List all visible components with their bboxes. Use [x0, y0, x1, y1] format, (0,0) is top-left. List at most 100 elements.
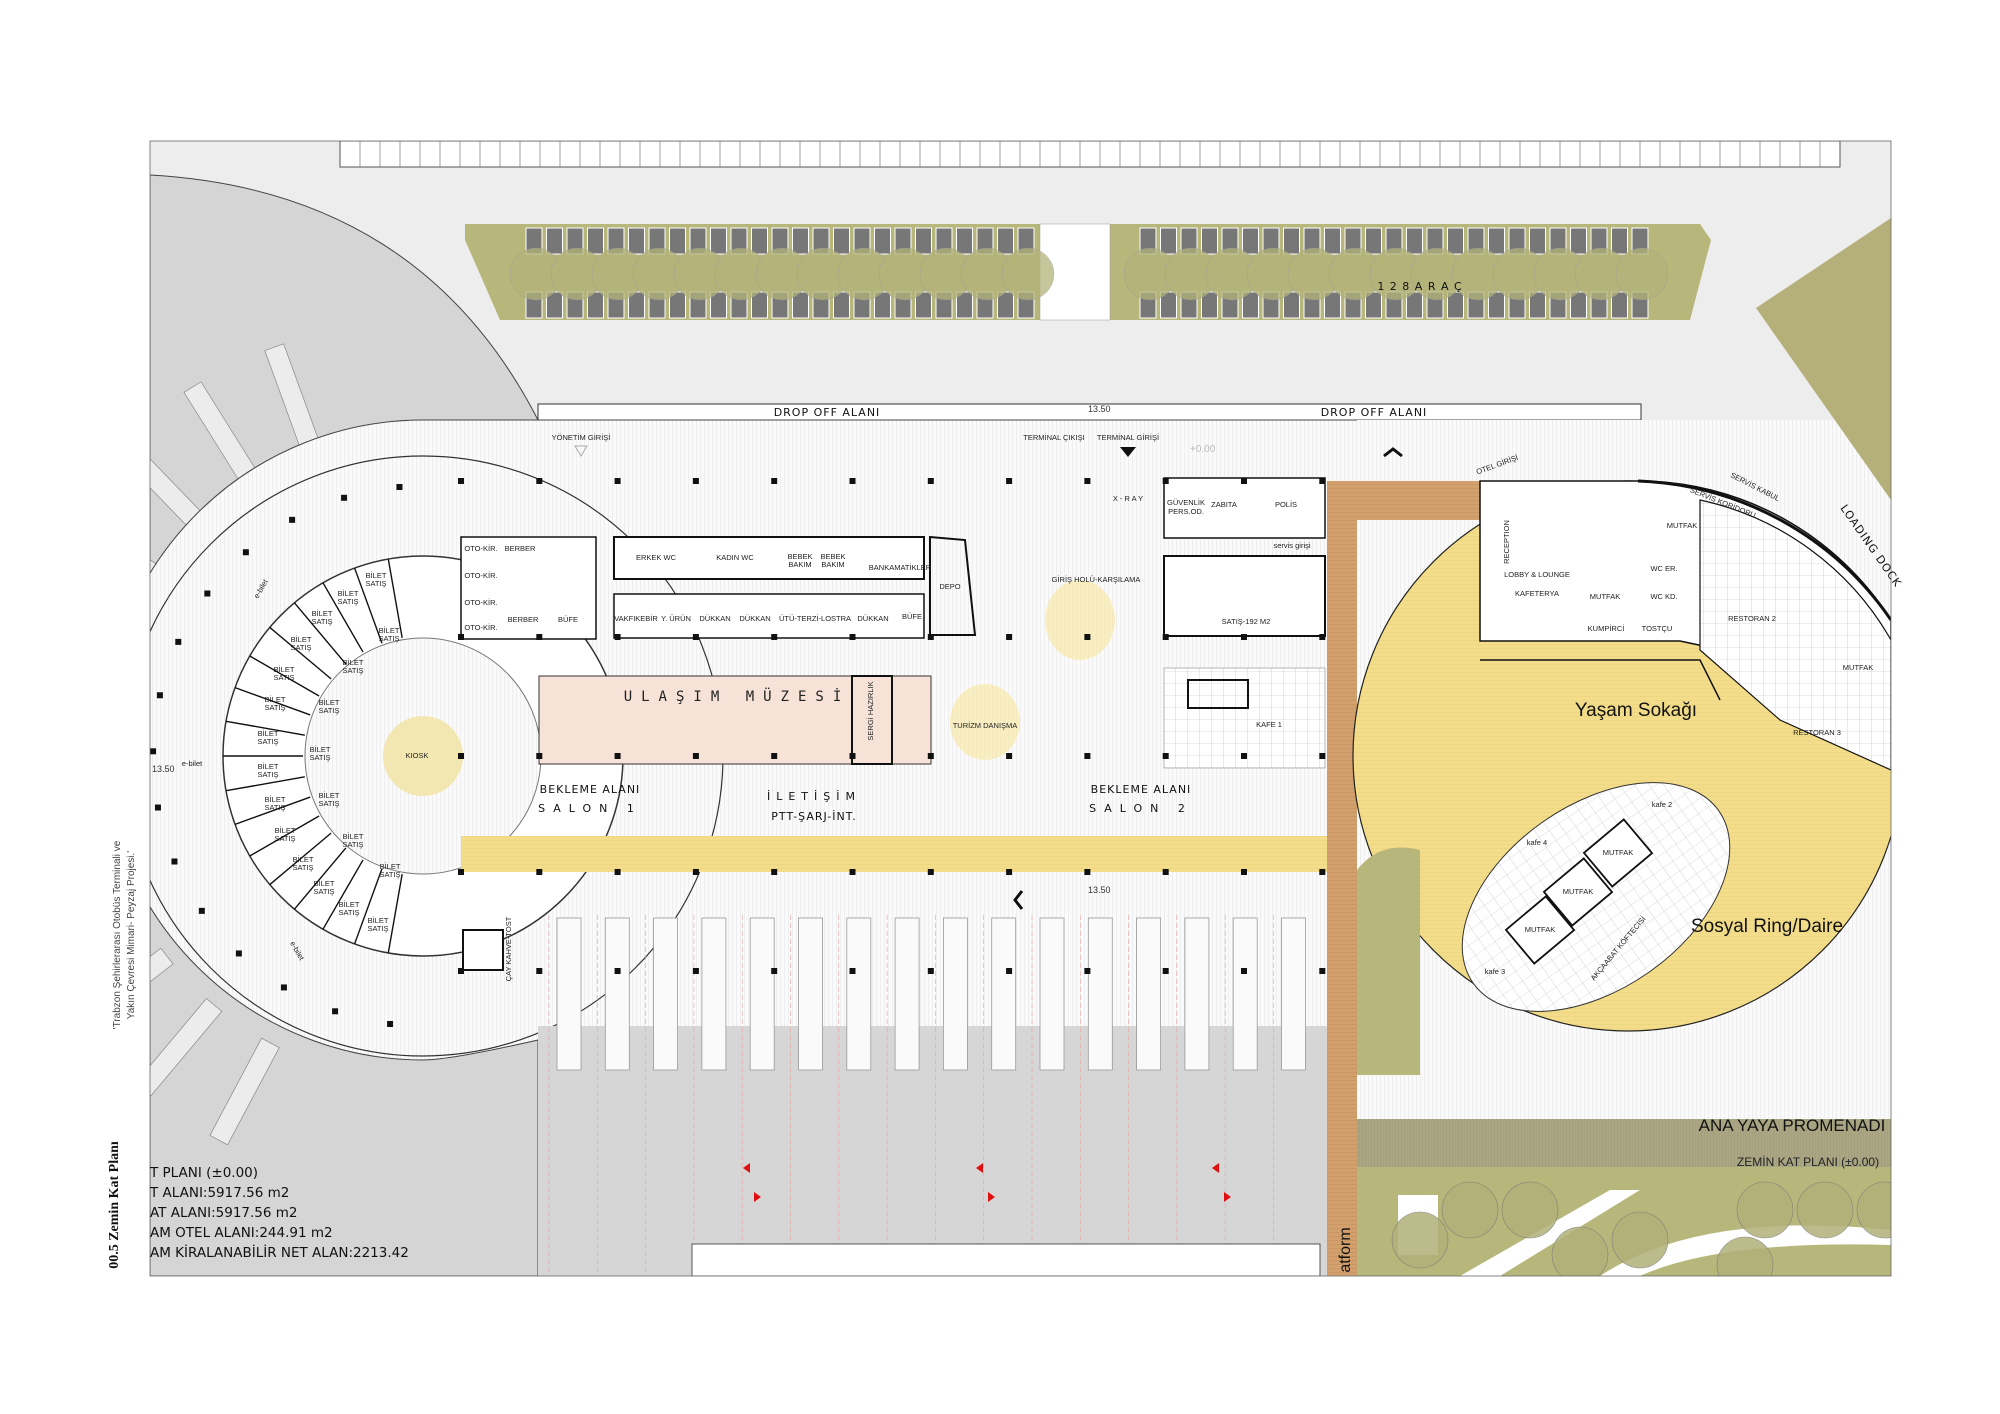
parking-space: [956, 227, 973, 255]
structural-column: [175, 638, 182, 645]
bus-icon: [1136, 917, 1161, 1071]
ticket-booth-label: SATIŞ: [378, 634, 399, 643]
direction-arrow-icon: [1212, 1163, 1219, 1173]
ticket-booth-label: BİLET: [312, 609, 333, 618]
structural-column: [771, 753, 778, 759]
tree-icon: [1736, 1181, 1794, 1239]
ticket-booth-label: BİLET: [258, 762, 279, 771]
structural-column: [536, 634, 543, 640]
structural-column: [204, 590, 211, 597]
ticket-booth-label: BİLET: [339, 900, 360, 909]
bus-icon: [991, 917, 1017, 1071]
bus-bay: [0, 671, 105, 710]
ticket-booth-label: BİLET: [366, 571, 387, 580]
structural-column: [927, 968, 934, 974]
stat-line: AT ALANI:5917.56 m2: [150, 1205, 298, 1221]
structural-column: [458, 968, 464, 974]
structural-column: [927, 869, 934, 875]
direction-arrow-icon: [743, 1163, 750, 1173]
ticket-booth-label: BİLET: [319, 791, 340, 800]
parking-space: [1570, 227, 1587, 255]
ticket-booth-label: SATIŞ: [264, 703, 285, 712]
bus-bay: [0, 757, 99, 781]
management-entrance-arrow-icon: [574, 445, 588, 457]
ticket-booth-label: SATIŞ: [318, 706, 339, 715]
structural-column: [1162, 869, 1169, 875]
area-statistics: T PLANI (±0.00) T ALANI:5917.56 m2 AT AL…: [149, 1165, 409, 1261]
baby-care-label: BAKIM: [788, 560, 811, 569]
top-parking-strip: [339, 141, 1841, 168]
booth-divider: [353, 868, 383, 945]
structural-column: [1006, 968, 1013, 974]
ticket-booth-label: BİLET: [291, 635, 312, 644]
bus-icon: [749, 917, 775, 1071]
tree-icon: [1441, 1181, 1499, 1239]
stat-line: T PLANI (±0.00): [149, 1165, 258, 1181]
parking-space: [833, 227, 850, 255]
parking-space: [751, 227, 768, 255]
shop-label: DÜKKAN: [739, 614, 770, 623]
structural-column: [536, 968, 543, 974]
tree-icon: [1716, 1236, 1774, 1276]
parking-space: [792, 227, 809, 255]
structural-column: [171, 858, 178, 865]
hotel-lobby-label: LOBBY & LOUNGE: [1504, 570, 1570, 579]
structural-column: [849, 869, 856, 875]
bus-icon: [894, 917, 920, 1071]
structural-column: [1006, 753, 1013, 759]
structural-column: [1319, 634, 1326, 640]
structural-column: [387, 1020, 394, 1027]
ticket-booth-label: BİLET: [368, 916, 389, 925]
zabita-label: ZABITA: [1211, 500, 1237, 509]
wc-men-label: ERKEK WC: [636, 553, 677, 562]
tree-icon: [1611, 1211, 1669, 1269]
structural-column: [1084, 478, 1091, 484]
ticket-booth-label: BİLET: [338, 589, 359, 598]
structural-column: [1162, 753, 1169, 759]
structural-column: [156, 692, 163, 699]
direction-arrow-icon: [976, 1163, 983, 1173]
structural-column: [614, 869, 621, 875]
ticket-booth-label: BİLET: [319, 698, 340, 707]
ticket-booth-label: BİLET: [293, 855, 314, 864]
parking-space: [874, 227, 891, 255]
stair-ramp: [929, 535, 977, 636]
structural-column: [1241, 634, 1247, 640]
shop-label: Y. ÜRÜN: [661, 614, 691, 623]
bus-icon: [1281, 917, 1306, 1071]
kitchen3-label: MUTFAK: [1843, 663, 1873, 672]
parking-space: [1488, 227, 1505, 255]
kiosk-label: KIOSK: [406, 751, 429, 760]
bus-icon: [701, 917, 727, 1071]
structural-column: [1162, 634, 1169, 640]
booth-divider: [225, 776, 305, 792]
sales-room: [1163, 555, 1326, 637]
structural-column: [280, 984, 287, 991]
ticket-booth-label: BİLET: [265, 695, 286, 704]
ticket-booth-label: SATIŞ: [257, 770, 278, 779]
structural-column: [614, 478, 621, 484]
structural-column: [1241, 753, 1247, 759]
security-room-label-1: GÜVENLİK: [1167, 498, 1205, 507]
stat-line: T ALANI:5917.56 m2: [149, 1185, 289, 1201]
structural-column: [1084, 869, 1091, 875]
wc-women-label: KADIN WC: [716, 553, 754, 562]
tree-icon: [1001, 247, 1055, 301]
structural-column: [242, 549, 249, 556]
booth-divider: [322, 859, 364, 930]
promenade-label: ANA YAYA PROMENADI: [1699, 1116, 1886, 1135]
parking-space: [1242, 227, 1259, 255]
sales-label: SATIŞ-192 M2: [1222, 617, 1271, 626]
shop-label: BÜFE: [902, 612, 922, 621]
bus-icon: [1184, 917, 1210, 1071]
bus-bay: [0, 825, 110, 871]
ticket-booth-label: SATIŞ: [318, 799, 339, 808]
green-triangle: [1756, 218, 1891, 500]
museum-label: ULAŞIM MÜZESİ: [624, 687, 851, 705]
yellow-walkway: [461, 836, 1327, 872]
life-street-edge: [1480, 659, 1721, 701]
structural-column: [1084, 753, 1091, 759]
structural-column: [692, 634, 699, 640]
life-street-label: Yaşam Sokağı: [1575, 700, 1697, 721]
bus-icon: [653, 917, 678, 1071]
